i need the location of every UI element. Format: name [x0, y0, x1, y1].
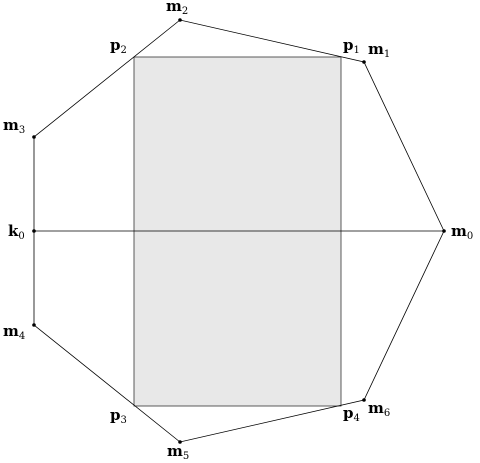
label-k0: k0	[8, 222, 25, 242]
label-m1: m1	[368, 40, 390, 60]
inscribed-rectangle	[133, 56, 342, 407]
label-m6: m6	[368, 399, 390, 419]
label-m3: m3	[3, 116, 25, 136]
label-p1: p1	[343, 36, 360, 56]
label-m0: m0	[451, 222, 473, 242]
vertex-dot-m1	[362, 60, 366, 64]
label-m2: m2	[166, 0, 188, 17]
label-p3: p3	[110, 406, 127, 426]
label-p2: p2	[110, 36, 127, 56]
vertex-dot-m6	[362, 398, 366, 402]
vertex-dot-k0	[32, 229, 36, 233]
vertex-dot-m2	[178, 18, 182, 22]
vertex-dot-m5	[178, 440, 182, 444]
vertex-dot-m3	[32, 135, 36, 139]
label-m4: m4	[3, 322, 25, 342]
label-p4: p4	[343, 404, 360, 424]
vertex-dot-m4	[32, 323, 36, 327]
vertex-dot-m0	[442, 229, 446, 233]
label-m5: m5	[167, 442, 189, 462]
